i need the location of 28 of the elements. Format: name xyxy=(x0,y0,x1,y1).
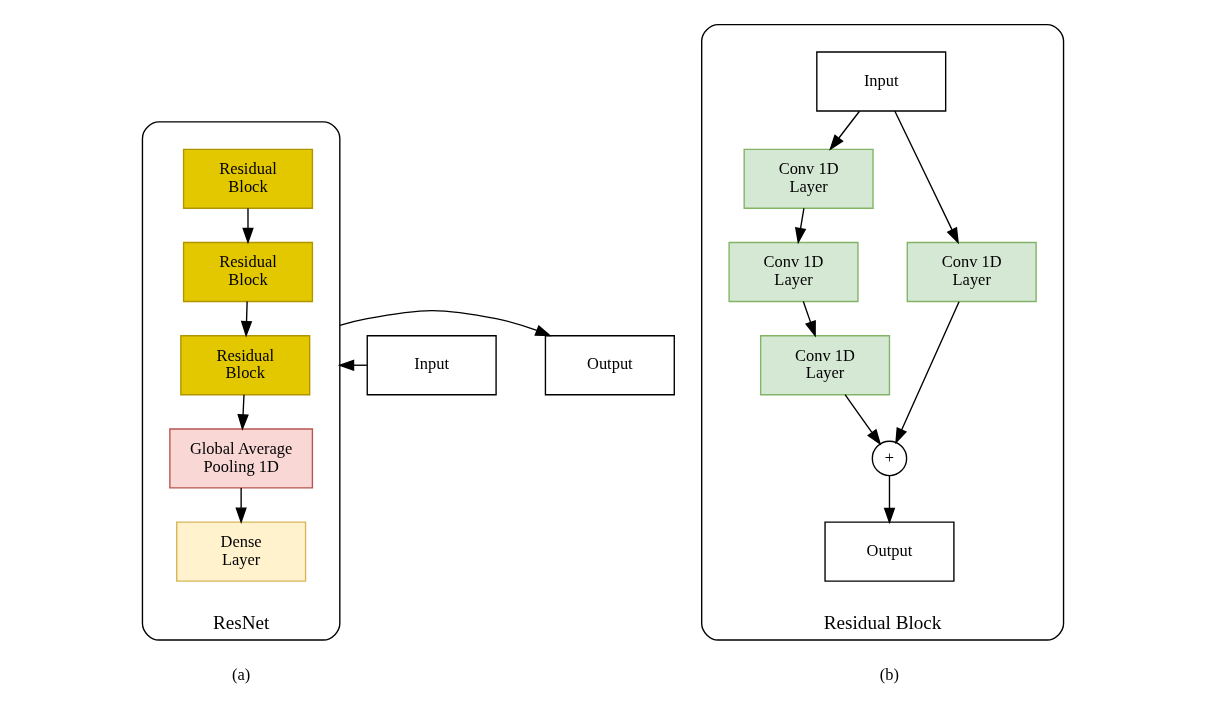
arrow xyxy=(241,207,254,245)
node-box: Conv 1D Layer xyxy=(759,335,890,396)
arrow xyxy=(794,207,806,245)
arrow xyxy=(240,300,252,338)
node-box: Output xyxy=(823,521,955,582)
arrow xyxy=(338,309,552,337)
arrow xyxy=(843,394,881,446)
node-box: Residual Block xyxy=(182,148,313,209)
arrow xyxy=(883,475,895,525)
node-box: Conv 1D Layer xyxy=(727,241,859,303)
node-box: Global Average Pooling 1D xyxy=(168,428,313,489)
node-box: Input xyxy=(366,335,497,396)
node-box: Residual Block xyxy=(182,241,313,303)
label: (a) xyxy=(231,664,250,684)
arrow xyxy=(234,487,247,524)
node-circle: + xyxy=(871,440,907,477)
arrow xyxy=(894,301,960,445)
arrow xyxy=(236,394,249,431)
arrow xyxy=(828,110,860,151)
node-box: Conv 1D Layer xyxy=(743,148,874,209)
node-box: Output xyxy=(544,335,675,396)
label: (b) xyxy=(879,664,899,684)
arrow xyxy=(893,110,959,245)
arrow xyxy=(802,300,816,338)
node-box: Dense Layer xyxy=(175,521,306,582)
node-box: Input xyxy=(815,51,946,112)
node-box: Residual Block xyxy=(179,335,310,396)
node-box: Conv 1D Layer xyxy=(906,241,1037,303)
